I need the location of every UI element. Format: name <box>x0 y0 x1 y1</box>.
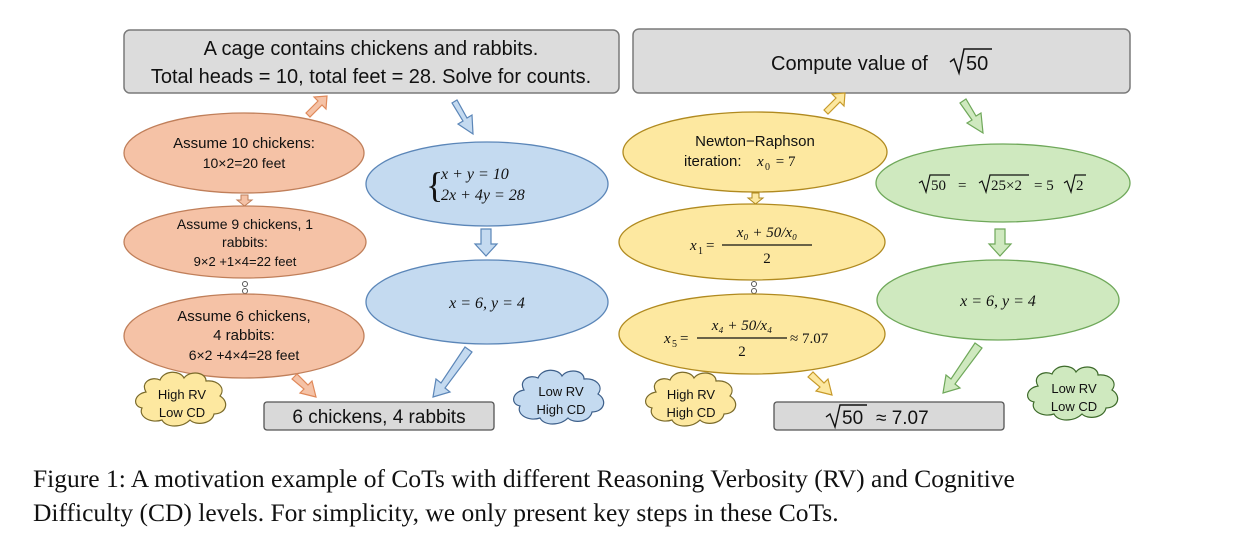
right-verbose-step3-eq: = <box>680 331 688 347</box>
right-concise-step2 <box>876 259 1120 341</box>
right-verbose-step3-lhs: x <box>663 331 671 347</box>
right-verbose-step2-num: x₀ + 50/x₀ <box>736 225 798 241</box>
arrow-right-verbose-1-to-2 <box>746 192 765 205</box>
arrow-right-header-to-verbose <box>823 92 846 115</box>
right-concise-step1 <box>875 143 1131 223</box>
right-verbose-step1-sub: 0 <box>765 162 770 173</box>
caption-line2: Difficulty (CD) levels. For simplicity, … <box>33 498 839 527</box>
right-concise-step1-d: 2 <box>1076 178 1084 194</box>
left-verbose-step2-line2: rabbits: <box>222 234 268 250</box>
right-concise-cloud <box>1027 365 1119 421</box>
left-verbose-step1-line2: 10×2=20 feet <box>203 155 286 171</box>
left-verbose-step3-line1: Assume 6 chickens, <box>177 308 310 325</box>
right-concise-solution: x = 6, y = 4 <box>959 293 1036 310</box>
figure-caption: Figure 1: A motivation example of CoTs w… <box>33 462 1228 530</box>
left-verbose-cloud-line2: Low CD <box>159 405 205 420</box>
left-verbose-step1 <box>123 112 365 194</box>
arrow-left-header-to-verbose <box>305 95 328 118</box>
ellipsis-dots-right <box>751 281 757 294</box>
left-verbose-step2-line3: 9×2 +1×4=22 feet <box>194 254 297 269</box>
right-concise-cloud-line1: Low RV <box>1051 381 1097 396</box>
left-concise-brace: { <box>426 165 443 205</box>
right-verbose-step1 <box>622 111 888 193</box>
left-verbose-step1-line1: Assume 10 chickens: <box>173 135 315 152</box>
right-verbose-step2-den: 2 <box>763 251 771 267</box>
left-concise-cloud-line1: Low RV <box>538 384 584 399</box>
left-concise-eq1: x + y = 10 <box>440 166 509 183</box>
right-verbose-step3-approx: ≈ 7.07 <box>790 331 829 347</box>
right-problem-radicand: 50 <box>966 53 988 75</box>
arrow-verbose-to-answer <box>291 373 317 398</box>
left-verbose-step3-line2: 4 rabbits: <box>213 327 275 344</box>
arrow-concise-to-answer <box>432 346 473 398</box>
left-concise-cloud <box>513 369 605 425</box>
arrow-right-concise-1-to-2 <box>987 228 1013 257</box>
arrow-right-concise-to-answer <box>942 342 983 394</box>
right-concise-cloud-line2: Low CD <box>1051 399 1097 414</box>
left-verbose-step2-line1: Assume 9 chickens, 1 <box>177 216 313 232</box>
right-concise-step1-eq: = <box>958 178 966 194</box>
right-verbose-cloud-line1: High RV <box>667 387 716 402</box>
arrow-right-header-to-concise <box>959 98 984 135</box>
right-concise-step1-a: 50 <box>931 178 946 194</box>
right-answer-rest: ≈ 7.07 <box>876 408 929 429</box>
left-answer-box <box>263 401 495 431</box>
arrow-right-verbose-to-answer <box>807 371 833 396</box>
right-concise-step1-c: = 5 <box>1034 178 1054 194</box>
arrow-left-header-to-concise <box>451 99 474 136</box>
right-verbose-step1-var: x <box>756 154 764 170</box>
arrow-verbose-1-to-2 <box>235 194 254 207</box>
left-concise-eq2: 2x + 4y = 28 <box>441 187 525 204</box>
right-concise-step1-sqrt1 <box>918 174 950 195</box>
left-concise-solution: x = 6, y = 4 <box>448 295 525 312</box>
right-verbose-step2 <box>618 203 886 281</box>
left-concise-step2 <box>365 259 609 345</box>
right-verbose-step3 <box>618 293 886 375</box>
right-concise-step1-sqrt2 <box>978 174 1029 195</box>
left-problem-box <box>123 29 620 94</box>
right-verbose-cloud <box>645 371 737 427</box>
right-verbose-step1-line1: Newton−Raphson <box>695 133 815 150</box>
sqrt-icon <box>949 48 992 76</box>
right-answer-radicand: 50 <box>842 408 863 429</box>
caption-line1: Figure 1: A motivation example of CoTs w… <box>33 464 1015 493</box>
left-problem-line1: A cage contains chickens and rabbits. <box>204 38 539 60</box>
right-verbose-step1-prefix: iteration: <box>684 153 746 170</box>
left-concise-step1 <box>365 141 609 227</box>
arrow-concise-1-to-2 <box>473 228 499 257</box>
right-verbose-step2-lhs-sub: 1 <box>698 246 703 257</box>
right-verbose-step1-rest: = 7 <box>772 154 796 170</box>
right-concise-step1-b: 25×2 <box>991 178 1022 194</box>
ellipsis-dots-left <box>242 281 248 294</box>
left-verbose-cloud <box>135 371 227 427</box>
right-problem-box <box>632 28 1131 94</box>
right-verbose-step2-lhs: x <box>689 238 697 254</box>
left-verbose-step3-line3: 6×2 +4×4=28 feet <box>189 347 300 363</box>
left-verbose-step2 <box>123 205 367 279</box>
right-verbose-step2-eq: = <box>706 238 714 254</box>
left-problem-line2: Total heads = 10, total feet = 28. Solve… <box>151 66 591 88</box>
right-problem-prefix: Compute value of <box>771 53 933 75</box>
left-answer-text: 6 chickens, 4 rabbits <box>292 407 465 428</box>
left-verbose-cloud-line1: High RV <box>158 387 207 402</box>
right-verbose-cloud-line2: High CD <box>666 405 715 420</box>
right-answer-sqrt <box>825 404 867 430</box>
right-verbose-step3-num: x₄ + 50/x₄ <box>711 318 773 334</box>
right-concise-step1-sqrt3 <box>1063 174 1086 195</box>
right-answer-box <box>773 401 1005 431</box>
right-verbose-step3-lhs-sub: 5 <box>672 339 677 350</box>
left-concise-cloud-line2: High CD <box>536 402 585 417</box>
left-verbose-step3 <box>123 293 365 379</box>
right-verbose-step3-den: 2 <box>738 344 746 360</box>
